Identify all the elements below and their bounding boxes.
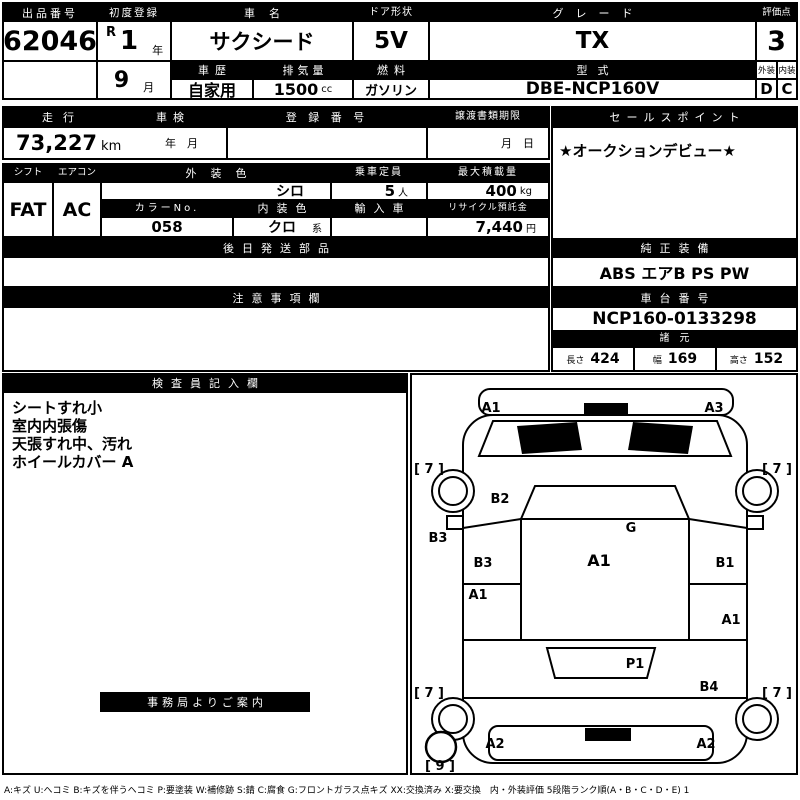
damage-marker-door-right-lower: A1 <box>721 613 740 628</box>
later-parts-body <box>2 256 550 288</box>
windshield <box>519 485 691 520</box>
recycle-deposit-value: 7,440 円 <box>426 216 550 238</box>
tire-marker-front-left: [ 7 ] <box>414 462 444 477</box>
registration-no-header: 登 録 番 号 <box>226 106 428 128</box>
damage-marker-rear-panel: P1 <box>626 657 645 672</box>
office-info-header: 事務局よりご案内 <box>100 692 310 712</box>
first-registration-month: 9 月 <box>96 60 172 100</box>
capacity-header: 乗車定員 <box>330 163 428 183</box>
equipment-value: ABS エアB PS PW <box>551 256 798 288</box>
damage-marker-bumper-right: A2 <box>696 737 715 752</box>
color-no-value: 058 <box>100 216 234 238</box>
a-pillar-right <box>688 518 748 529</box>
displacement-header: 排気量 <box>252 60 354 80</box>
spec-length: 長さ 424 <box>551 346 635 372</box>
chassis-no-header: 車台番号 <box>551 288 798 308</box>
chassis-no-value: NCP160-0133298 <box>551 306 798 332</box>
tire-marker-spare: [ 9 ] <box>425 759 455 772</box>
legend-text: A:キズ U:ヘコミ B:キズを伴うヘコミ P:要塗装 W:補修跡 S:錆 C:… <box>4 785 690 796</box>
import-car-value <box>330 216 428 238</box>
first-registration-year: R 1 年 <box>96 20 172 62</box>
displacement-value: 1500 cc <box>252 78 354 100</box>
model-code-header: 型式 <box>428 60 757 80</box>
damage-marker-door-right: B1 <box>716 556 735 571</box>
tire-marker-rear-left: [ 7 ] <box>414 686 444 701</box>
inspector-notes-body: シートすれ小 室内内張傷 天張すれ中、汚れ ホイールカバー A <box>2 391 408 775</box>
caution-notes-header: 注意事項欄 <box>2 288 550 308</box>
tire-marker-front-right: [ 7 ] <box>762 462 792 477</box>
a-pillar-left <box>462 518 522 529</box>
sales-point-header: セールスポイント <box>551 106 798 128</box>
inspector-note-line: 室内内張傷 <box>12 417 88 435</box>
damage-marker-door-left: B3 <box>474 556 493 571</box>
interior-grade-value: C <box>776 78 798 100</box>
inspector-notes-header: 検査員記入欄 <box>2 373 408 393</box>
fuel-header: 燃料 <box>352 60 430 80</box>
hood-panel <box>477 420 733 457</box>
headlight-right <box>628 422 693 454</box>
damage-diagram-panel: A1 A3 [ 7 ] [ 7 ] B2 B3 B3 G A1 B1 A1 A1… <box>410 373 798 775</box>
damage-marker-door-left-lower: A1 <box>468 588 487 603</box>
shift-value: FAT <box>2 181 54 238</box>
capacity-value: 5 人 <box>330 181 428 201</box>
transfer-deadline-header: 譲渡書類期限 <box>426 106 550 128</box>
damage-marker-front-left: A1 <box>481 401 500 416</box>
mirror-left <box>446 515 464 530</box>
aircon-header: エアコン <box>52 163 102 183</box>
damage-marker-windshield: G <box>626 521 637 536</box>
grade-value: TX <box>428 20 757 62</box>
mirror-right <box>746 515 764 530</box>
damage-marker-side-left: B3 <box>429 531 448 546</box>
shift-header: シフト <box>2 163 54 183</box>
exterior-color-header: 外装色 <box>100 163 332 183</box>
damage-marker-hood-left: B2 <box>491 492 510 507</box>
exterior-color-value: シロ <box>100 181 332 201</box>
headlight-left <box>517 422 582 454</box>
inspection-header: 車検 <box>112 106 228 128</box>
damage-marker-bumper-left: A2 <box>485 737 504 752</box>
damage-marker-roof-center: A1 <box>587 551 611 570</box>
history-value: 自家用 <box>170 78 254 100</box>
auction-no-blank <box>2 60 98 100</box>
car-damage-diagram: A1 A3 [ 7 ] [ 7 ] B2 B3 B3 G A1 B1 A1 A1… <box>414 388 792 772</box>
roof-panel <box>520 518 690 641</box>
rear-window <box>545 647 657 679</box>
tire-marker-rear-right: [ 7 ] <box>762 686 792 701</box>
transfer-deadline-value: 月 日 <box>426 126 550 160</box>
car-body-outline <box>462 414 748 764</box>
inspector-note-line: ホイールカバー A <box>12 453 134 471</box>
registration-no-value <box>226 126 428 160</box>
exterior-grade-value: D <box>755 78 778 100</box>
model-code-value: DBE-NCP160V <box>428 78 757 100</box>
caution-notes-body <box>2 306 550 372</box>
interior-color-value: クロ 系 <box>232 216 332 238</box>
spec-width: 幅 169 <box>633 346 717 372</box>
inspector-note-line: シートすれ小 <box>12 399 103 417</box>
spec-height: 高さ 152 <box>715 346 798 372</box>
damage-marker-rear-right: B4 <box>700 680 719 695</box>
fuel-value: ガソリン <box>352 78 430 100</box>
damage-marker-front-right: A3 <box>704 401 723 416</box>
spare-tire <box>424 730 458 764</box>
rear-bumper <box>488 725 714 761</box>
max-load-value: 400 kg <box>426 181 550 201</box>
front-bumper <box>478 388 734 416</box>
score-value: 3 <box>755 20 798 62</box>
max-load-header: 最大積載量 <box>426 163 550 183</box>
interior-grade-label: 内装 <box>776 60 798 80</box>
auction-no-value: 62046 <box>2 20 98 62</box>
equipment-header: 純正装備 <box>551 238 798 258</box>
rear-license-plate <box>585 728 631 741</box>
exterior-grade-label: 外装 <box>755 60 778 80</box>
aircon-value: AC <box>52 181 102 238</box>
door-shape-value: 5V <box>352 20 430 62</box>
front-license-plate <box>584 403 628 414</box>
mileage-header: 走行 <box>2 106 114 128</box>
sales-point-body: ★オークションデビュー★ <box>551 126 798 240</box>
later-parts-header: 後日発送部品 <box>2 238 550 258</box>
car-name-value: サクシード <box>170 20 354 62</box>
inspector-note-line: 天張すれ中、汚れ <box>12 435 133 453</box>
